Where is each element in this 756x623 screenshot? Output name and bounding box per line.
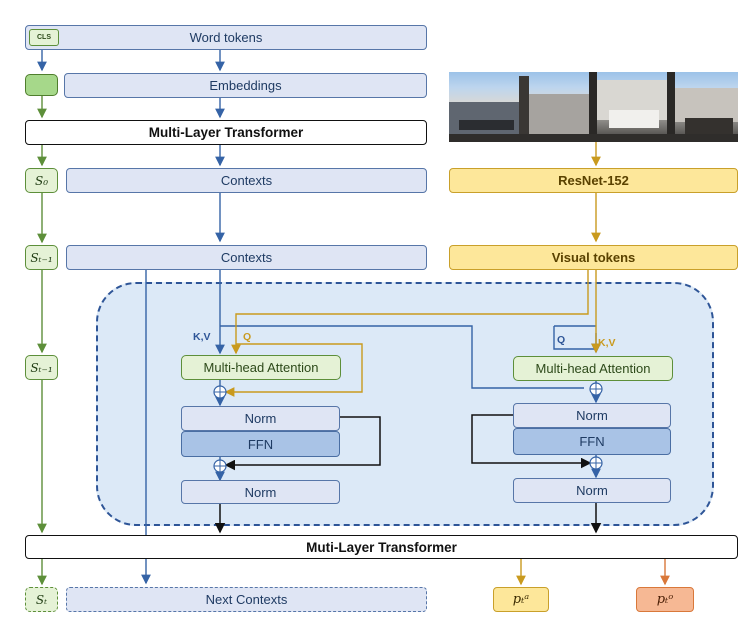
left-ffn-label: FFN xyxy=(247,436,274,452)
cls-token-label: CLS xyxy=(37,34,51,41)
muti-layer-transformer-label: Muti-Layer Transformer xyxy=(306,539,457,555)
right-attention-label: Multi-head Attention xyxy=(535,361,651,376)
state-st-minus-1-a: Sₜ₋₁ xyxy=(25,245,58,270)
embeddings-label: Embeddings xyxy=(209,78,282,93)
left-norm2-label: Norm xyxy=(244,484,277,500)
embeddings-box: Embeddings xyxy=(64,73,427,98)
right-kv-label: K,V xyxy=(598,337,616,349)
right-norm2-label: Norm xyxy=(576,483,608,498)
right-ffn-box: FFN xyxy=(513,428,671,455)
right-norm1-box: Norm xyxy=(513,403,671,428)
right-norm1-label: Norm xyxy=(576,408,608,423)
contexts-mid-label: Contexts xyxy=(220,250,273,265)
left-kv-label: K,V xyxy=(193,331,211,343)
state-st-label: Sₜ xyxy=(35,592,48,607)
state-s0-label: S₀ xyxy=(34,173,49,188)
left-norm2-box: Norm xyxy=(181,480,340,504)
action-output-box: pₜᵃ xyxy=(493,587,549,612)
multi-layer-transformer-label: Multi-Layer Transformer xyxy=(148,125,304,140)
resnet-box: ResNet-152 xyxy=(449,168,738,193)
next-contexts-box: Next Contexts xyxy=(66,587,427,612)
resnet-label: ResNet-152 xyxy=(558,173,629,188)
right-q-label: Q xyxy=(557,334,566,346)
add-circle-left-2 xyxy=(213,459,227,473)
panorama-image xyxy=(449,72,738,142)
right-ffn-label: FFN xyxy=(579,434,605,449)
add-circle-left-1 xyxy=(213,385,227,399)
visual-tokens-box: Visual tokens xyxy=(449,245,738,270)
state-st-minus-1-a-label: Sₜ₋₁ xyxy=(30,250,53,265)
left-ffn-box: FFN xyxy=(181,431,340,457)
muti-layer-transformer-box: Muti-Layer Transformer xyxy=(25,535,738,559)
left-norm1-label: Norm xyxy=(244,411,277,426)
word-tokens-label: Word tokens xyxy=(189,30,263,45)
state-st-minus-1-b-label: Sₜ₋₁ xyxy=(30,360,53,375)
object-output-label: pₜᵒ xyxy=(656,592,674,607)
action-output-label: pₜᵃ xyxy=(512,592,530,607)
right-norm2-box: Norm xyxy=(513,478,671,503)
left-attention-label: Multi-head Attention xyxy=(203,360,319,375)
object-output-box: pₜᵒ xyxy=(636,587,694,612)
state-st-minus-1-b: Sₜ₋₁ xyxy=(25,355,58,380)
add-circle-right-2 xyxy=(589,456,603,470)
left-q-label: Q xyxy=(243,331,252,343)
word-tokens-box: Word tokens xyxy=(25,25,427,50)
right-attention-box: Multi-head Attention xyxy=(513,356,673,381)
cls-token: CLS xyxy=(29,29,59,46)
state-st: Sₜ xyxy=(25,587,58,612)
contexts-top-box: Contexts xyxy=(66,168,427,193)
left-attention-box: Multi-head Attention xyxy=(181,355,341,380)
contexts-top-label: Contexts xyxy=(220,173,273,188)
visual-tokens-label: Visual tokens xyxy=(551,250,636,265)
contexts-mid-box: Contexts xyxy=(66,245,427,270)
state-s0: S₀ xyxy=(25,168,58,193)
multi-layer-transformer-box: Multi-Layer Transformer xyxy=(25,120,427,145)
cls-embedding xyxy=(25,74,58,96)
add-circle-right-1 xyxy=(589,382,603,396)
next-contexts-label: Next Contexts xyxy=(205,592,288,607)
left-norm1-box: Norm xyxy=(181,406,340,431)
